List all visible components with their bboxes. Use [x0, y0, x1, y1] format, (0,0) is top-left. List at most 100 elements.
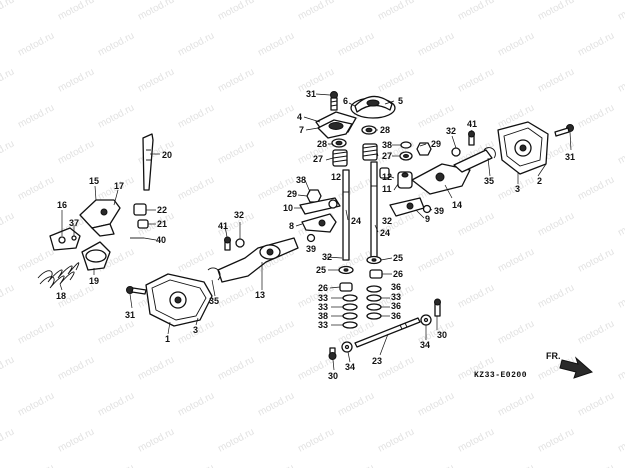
watermark-text: motod.ru — [416, 390, 456, 418]
washer-stack-33-36 — [342, 285, 382, 329]
watermark-text: motod.ru — [496, 246, 536, 274]
shaft-24 — [342, 161, 378, 261]
part-label-22: 22 — [157, 205, 167, 215]
watermark-text: motod.ru — [16, 390, 56, 418]
part-label-32: 32 — [322, 252, 332, 262]
part-label-7: 7 — [299, 125, 304, 135]
watermark-text: motod.ru — [576, 30, 616, 58]
housing-plate-4 — [315, 111, 357, 139]
watermark-text: motod.ru — [216, 282, 256, 310]
watermark-text: motod.ru — [56, 138, 96, 166]
cover-3-right — [497, 121, 549, 175]
part-label-26: 26 — [393, 269, 403, 279]
part-label-10: 10 — [283, 203, 293, 213]
collar-12-11 — [379, 167, 413, 189]
watermark-text: motod.ru — [576, 462, 616, 468]
cup-28 — [331, 125, 377, 148]
watermark-text: motod.ru — [576, 390, 616, 418]
bolt-31-right — [554, 124, 574, 137]
part-label-33: 33 — [318, 302, 328, 312]
watermark-text: motod.ru — [0, 426, 16, 454]
watermark-text: motod.ru — [256, 30, 296, 58]
part-label-4: 4 — [297, 112, 302, 122]
watermark-text: motod.ru — [616, 0, 625, 23]
part-label-12: 12 — [382, 172, 392, 182]
part-label-6: 6 — [343, 96, 348, 106]
watermark-text: motod.ru — [16, 318, 56, 346]
watermark-text: motod.ru — [456, 0, 496, 23]
watermark-text: motod.ru — [96, 390, 136, 418]
watermark-text: motod.ru — [0, 66, 16, 94]
watermark-text: motod.ru — [176, 102, 216, 130]
part-label-30: 30 — [437, 330, 447, 340]
watermark-text: motod.ru — [536, 66, 576, 94]
part-label-36: 36 — [391, 311, 401, 321]
watermark-text: motod.ru — [296, 0, 336, 23]
part-label-18: 18 — [56, 291, 66, 301]
part-label-24: 24 — [351, 216, 361, 226]
part-label-13: 13 — [255, 290, 265, 300]
watermark-text: motod.ru — [496, 462, 536, 468]
front-direction-arrow — [559, 356, 593, 379]
watermark-text: motod.ru — [376, 354, 416, 382]
part-label-34: 34 — [345, 362, 355, 372]
cover-1-left — [145, 273, 213, 327]
spring-27 — [332, 143, 378, 167]
watermark-text: motod.ru — [136, 66, 176, 94]
rod-23 — [354, 317, 421, 348]
part-label-12: 12 — [331, 172, 341, 182]
washer-34-30 — [328, 298, 441, 360]
parts-drawing — [37, 91, 593, 379]
part-label-27: 27 — [382, 151, 392, 161]
watermark-text: motod.ru — [16, 102, 56, 130]
watermark-text: motod.ru — [456, 426, 496, 454]
watermark-text: motod.ru — [336, 390, 376, 418]
watermark-text: motod.ru — [0, 0, 16, 23]
watermark-text: motod.ru — [216, 354, 256, 382]
watermark-text: motod.ru — [56, 0, 96, 23]
watermark-text: motod.ru — [16, 174, 56, 202]
watermark-text: motod.ru — [576, 174, 616, 202]
watermark-text: motod.ru — [336, 462, 376, 468]
watermark-text: motod.ru — [256, 102, 296, 130]
part-label-21: 21 — [157, 219, 167, 229]
screw-41-left — [224, 236, 245, 251]
watermark-text: motod.ru — [56, 354, 96, 382]
watermark-text: motod.ru — [496, 30, 536, 58]
watermark-text: motod.ru — [136, 354, 176, 382]
part-label-31: 31 — [125, 310, 135, 320]
part-label-24: 24 — [380, 228, 390, 238]
part-label-40: 40 — [156, 235, 166, 245]
part-labels: 31 6 5 4 7 28 38 28 27 27 12 12 11 38 29… — [56, 89, 575, 381]
watermark-text: motod.ru — [296, 66, 336, 94]
collar-22-21 — [130, 203, 149, 239]
part-label-15: 15 — [89, 176, 99, 186]
watermark-text: motod.ru — [616, 66, 625, 94]
part-label-29: 29 — [287, 189, 297, 199]
washer-stack-right — [399, 141, 413, 161]
watermark-text: motod.ru — [256, 390, 296, 418]
watermark-text: motod.ru — [496, 390, 536, 418]
watermark-text: motod.ru — [16, 246, 56, 274]
fork-15 — [79, 199, 121, 237]
watermark-text: motod.ru — [16, 462, 56, 468]
watermark-text: motod.ru — [576, 102, 616, 130]
part-label-38: 38 — [382, 140, 392, 150]
part-label-39: 39 — [434, 206, 444, 216]
watermark-text: motod.ru — [176, 390, 216, 418]
part-label-5: 5 — [398, 96, 403, 106]
part-label-31: 31 — [306, 89, 316, 99]
watermark-text: motod.ru — [616, 426, 625, 454]
front-direction-label: FR. — [546, 351, 561, 361]
part-label-32: 32 — [446, 126, 456, 136]
part-label-14: 14 — [452, 200, 462, 210]
part-label-8: 8 — [289, 221, 294, 231]
watermark-text: motod.ru — [0, 354, 16, 382]
watermark-text: motod.ru — [176, 246, 216, 274]
bolt-31-left — [126, 286, 147, 295]
watermark-text: motod.ru — [416, 246, 456, 274]
watermark-text: motod.ru — [336, 30, 376, 58]
watermark-text: motod.ru — [56, 66, 96, 94]
part-label-26: 26 — [318, 283, 328, 293]
